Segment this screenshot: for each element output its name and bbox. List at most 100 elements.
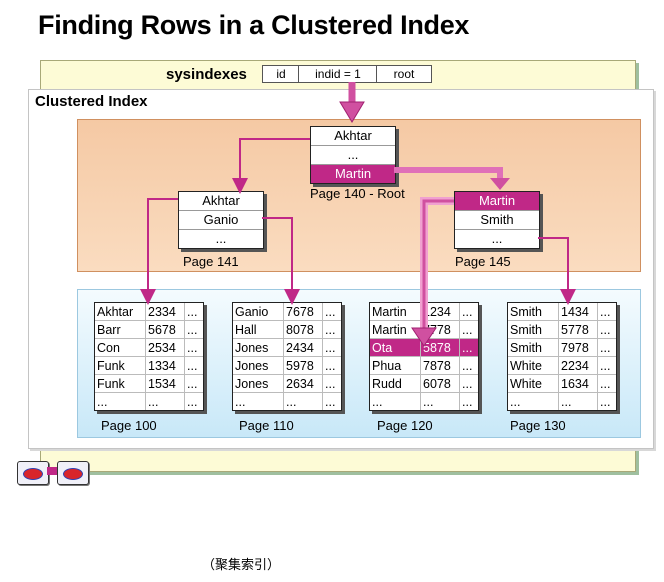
row-value-cell: 2434	[283, 338, 323, 357]
forward-arrow-icon[interactable]	[57, 461, 89, 485]
row-key-cell: Funk	[95, 356, 146, 375]
p145-martin-arrow-core	[422, 199, 454, 330]
martin-pointer-arrowhead	[490, 178, 510, 190]
row-key-cell: Rudd	[370, 374, 421, 393]
row-more-cell: ...	[462, 394, 473, 409]
row-value-cell: 1634	[558, 374, 598, 393]
row-key-cell: Jones	[233, 374, 284, 393]
row-key-cell: ...	[233, 392, 284, 410]
row-more-cell: ...	[184, 356, 203, 375]
row-key-cell: Martin	[370, 320, 421, 339]
index-entry: ...	[491, 231, 503, 246]
row-value-cell: 5978	[283, 356, 323, 375]
row-value-cell: 5878	[420, 338, 460, 357]
row-value-cell: 2534	[145, 338, 185, 357]
row-key-cell: Ganio	[233, 303, 284, 321]
row-value-cell: 1534	[145, 374, 185, 393]
p141-ganio-arrow	[262, 217, 300, 305]
back-arrow-icon[interactable]	[17, 461, 49, 485]
row-key-cell: Martin	[370, 303, 421, 321]
p145-smith-arrow	[538, 237, 576, 305]
row-more-cell: ...	[322, 320, 341, 339]
row-more-cell: ...	[597, 374, 616, 393]
row-value-cell: 2634	[283, 374, 323, 393]
index-entry: Akhtar	[311, 127, 395, 146]
root-node-caption: Page 140 - Root	[310, 186, 405, 201]
row-value-cell: 1434	[558, 303, 598, 321]
data-row: .........	[370, 392, 478, 410]
p145-martin-arrow	[420, 197, 454, 330]
sysindexes-col-indid: indid = 1	[298, 65, 378, 83]
sysindexes-label: sysindexes	[166, 66, 247, 83]
data-row: .........	[95, 392, 203, 410]
row-key-cell: Jones	[233, 338, 284, 357]
row-value-cell: 1334	[145, 356, 185, 375]
row-value-cell: 7978	[558, 338, 598, 357]
row-key-cell: Smith	[508, 320, 559, 339]
data-row: .........	[508, 392, 616, 410]
row-more-cell: ...	[325, 394, 336, 409]
row-more-cell: ...	[184, 303, 203, 321]
row-value-cell: 7678	[283, 303, 323, 321]
row-value-cell: ...	[145, 392, 185, 410]
p141-akhtar-arrow	[140, 198, 178, 305]
row-key-cell: Barr	[95, 320, 146, 339]
row-more-cell: ...	[597, 303, 616, 321]
row-more-cell: ...	[322, 374, 341, 393]
row-more-cell: ...	[459, 303, 478, 321]
row-key-cell: ...	[508, 392, 559, 410]
footer-note: （聚集索引）	[202, 557, 281, 572]
row-key-cell: Ota	[370, 338, 421, 357]
row-key-cell: White	[508, 374, 559, 393]
row-more-cell: ...	[184, 320, 203, 339]
row-more-cell: ...	[322, 356, 341, 375]
row-key-cell: Jones	[233, 356, 284, 375]
row-value-cell: ...	[283, 392, 323, 410]
index-entry: ...	[311, 146, 395, 165]
clustered-index-label: Clustered Index	[35, 93, 148, 110]
row-more-cell: ...	[184, 374, 203, 393]
row-key-cell: Smith	[508, 338, 559, 357]
row-value-cell: 2234	[558, 356, 598, 375]
index-entry: Martin	[455, 192, 539, 211]
intermediate-node-caption: Page 141	[183, 254, 239, 269]
index-entry: Martin	[311, 165, 395, 183]
row-key-cell: Smith	[508, 303, 559, 321]
row-value-cell: 8078	[283, 320, 323, 339]
sysindexes-col-root: root	[376, 65, 432, 83]
row-more-cell: ...	[597, 338, 616, 357]
row-value-cell: ...	[558, 392, 598, 410]
row-value-cell: 7878	[420, 356, 460, 375]
index-entry: ...	[215, 231, 227, 246]
row-more-cell: ...	[322, 338, 341, 357]
row-value-cell: 5678	[145, 320, 185, 339]
leaf-page-caption: Page 110	[239, 418, 294, 433]
row-more-cell: ...	[459, 356, 478, 375]
row-value-cell: 6078	[420, 374, 460, 393]
row-key-cell: Hall	[233, 320, 284, 339]
row-key-cell: Phua	[370, 356, 421, 375]
row-value-cell: ...	[420, 392, 460, 410]
index-entry: Akhtar	[179, 192, 263, 211]
